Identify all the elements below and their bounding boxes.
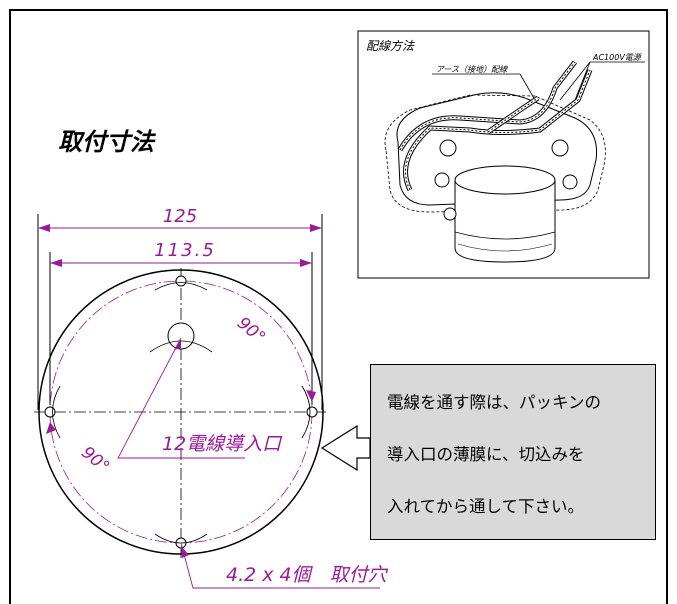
- note-line-1: 電線を通す際は、パッキンの: [387, 393, 602, 412]
- note-line-2: 導入口の薄膜に、切込みを: [387, 445, 585, 464]
- mounting-hole-left: [44, 406, 56, 418]
- outer-border: [9, 9, 668, 604]
- inner-width-value: 113.5: [154, 240, 216, 261]
- callout-arrow: [320, 424, 371, 472]
- wire-inlet-label: 12電線導入口: [162, 433, 283, 455]
- power-wire-label: AC100V電源: [592, 53, 643, 62]
- mounting-holes-label: 4.2 x 4個 取付穴: [226, 564, 389, 586]
- angle-top-label: 90°: [233, 313, 269, 348]
- wiring-illustration: 配線方法 アース（接地）配線 AC100V電源: [357, 30, 650, 279]
- wiring-title: 配線方法: [366, 39, 415, 53]
- earth-wire-label: アース（接地）配線: [436, 65, 508, 74]
- angle-bottom-label: 90°: [77, 443, 113, 478]
- outer-width-value: 125: [163, 206, 197, 227]
- page-title: 取付寸法: [58, 128, 154, 156]
- mounting-drawing: 125 113.5 90° 90° 12電線導入口 4.2 x 4個 取付穴: [34, 206, 389, 589]
- mounting-hole-top: [175, 275, 187, 287]
- wiring-note-box: 電線を通す際は、パッキンの 導入口の薄膜に、切込みを 入れてから通して下さい。: [370, 364, 656, 540]
- wire-inlet-hole: [167, 322, 195, 350]
- note-line-3: 入れてから通して下さい。: [387, 497, 585, 516]
- mounting-hole-right: [306, 406, 318, 418]
